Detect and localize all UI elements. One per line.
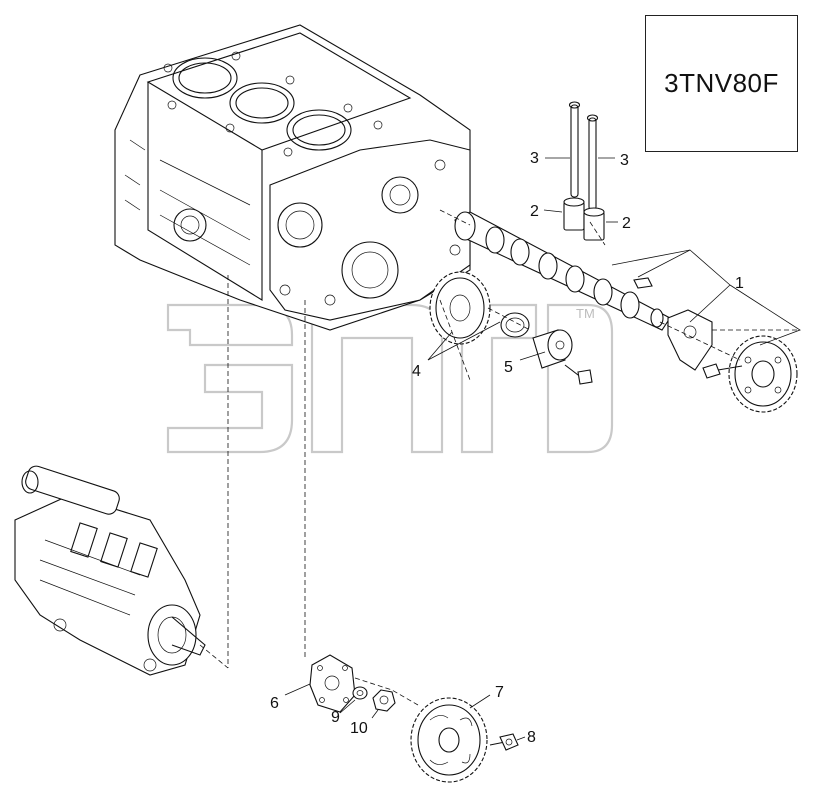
idler-gear	[429, 271, 491, 345]
alignment-lines	[199, 209, 800, 706]
callout-8: 8	[527, 729, 536, 746]
callout-1: 1	[735, 275, 744, 292]
callout-3-right: 3	[620, 152, 629, 169]
nut	[372, 689, 396, 712]
watermark-logo: TM	[166, 303, 614, 454]
lock-washer	[352, 686, 368, 700]
callout-3-left: 3	[530, 150, 539, 167]
callout-9: 9	[331, 709, 340, 726]
watermark-tm: TM	[576, 306, 595, 321]
callout-10: 10	[350, 720, 368, 737]
idler-bushing	[500, 312, 530, 338]
thrust-plate	[667, 309, 713, 371]
fuel-pump-gear	[410, 697, 488, 783]
callout-2-right: 2	[622, 215, 631, 232]
pump-flange	[309, 654, 356, 713]
callout-5: 5	[504, 359, 513, 376]
camshaft	[454, 211, 671, 331]
idler-shaft-bolt	[564, 364, 593, 385]
callout-7: 7	[495, 684, 504, 701]
model-label: 3TNV80F	[664, 68, 779, 98]
model-label-box: 3TNV80F	[645, 15, 798, 152]
leader-lines	[284, 157, 801, 741]
callout-6: 6	[270, 695, 279, 712]
tappet-right	[583, 207, 605, 241]
camshaft-gear-bolt	[702, 363, 743, 379]
fuel-injection-pump	[14, 465, 206, 676]
idler-shaft	[532, 329, 573, 369]
camshaft-gear	[728, 335, 798, 413]
push-rod-right	[586, 114, 599, 211]
tappet-left	[563, 197, 585, 231]
gear-bolt	[489, 733, 519, 751]
push-rod-left	[568, 101, 581, 198]
camshaft-key	[633, 277, 653, 289]
callout-2-left: 2	[530, 203, 539, 220]
callout-4: 4	[412, 363, 421, 380]
engine-block	[114, 24, 471, 331]
